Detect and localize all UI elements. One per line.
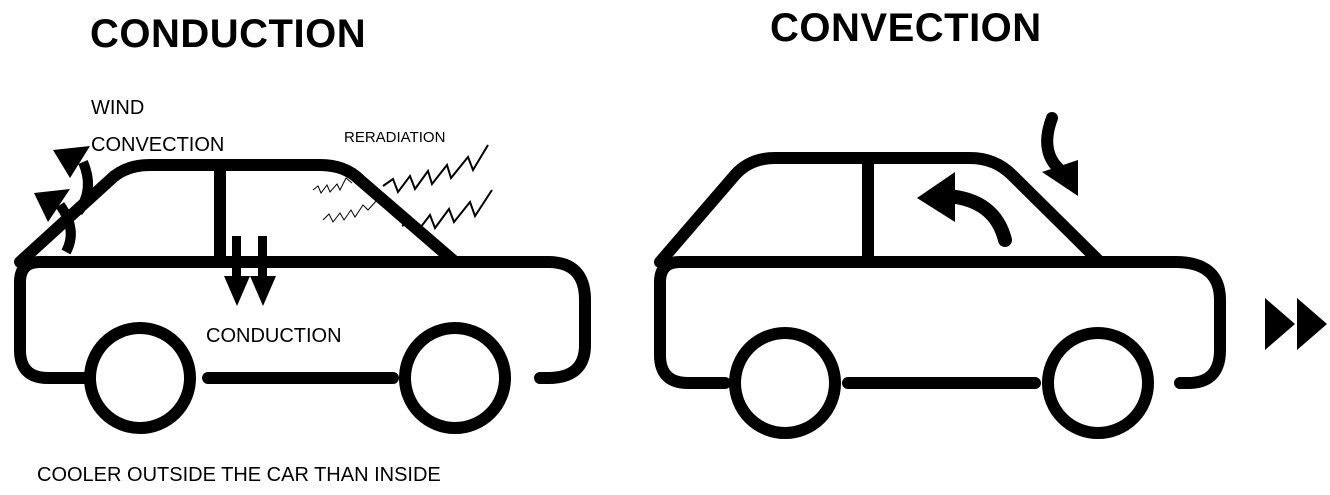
conduction-arrow-icon: [224, 236, 276, 306]
left-front-wheel-icon: [405, 328, 505, 428]
right-front-wheel-icon: [1048, 333, 1148, 433]
fast-forward-icon: [1265, 298, 1327, 350]
curved-arrow-icon: [917, 172, 1005, 240]
left-rear-wheel-icon: [90, 328, 190, 428]
falling-arrow-icon: [1042, 118, 1078, 196]
right-rear-wheel-icon: [735, 333, 835, 433]
